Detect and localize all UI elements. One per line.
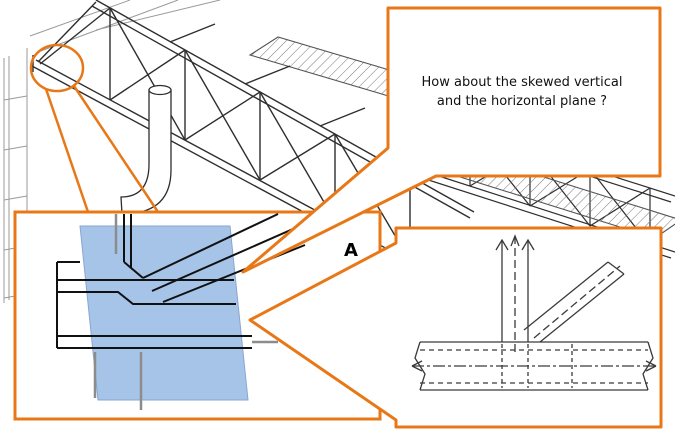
callout-text: How about the skewed vertical and the ho… xyxy=(421,75,623,109)
detail-left-gray-members xyxy=(93,214,278,410)
callout-bubble xyxy=(241,6,662,274)
skewed-plane xyxy=(79,225,249,401)
highlight-circle xyxy=(29,43,85,93)
leader-line-right xyxy=(72,85,160,213)
pipe-top-cap xyxy=(148,84,172,96)
detail-box-right xyxy=(248,226,663,429)
highlight-group xyxy=(29,43,160,213)
detail-left-steel-members xyxy=(56,213,306,349)
section-marker-a: A xyxy=(344,240,358,261)
leader-line-left xyxy=(44,88,90,213)
detail-right-drawing xyxy=(411,234,657,391)
